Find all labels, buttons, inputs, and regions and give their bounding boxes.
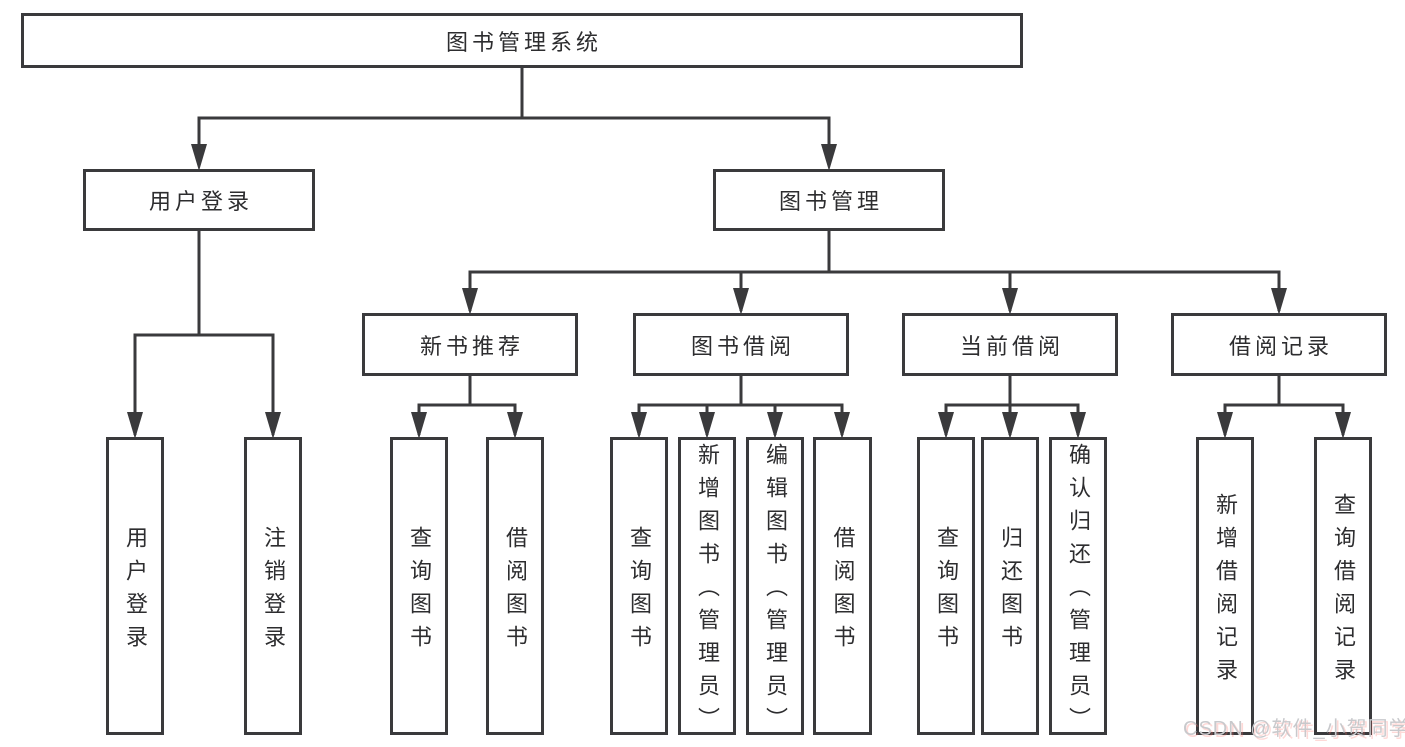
node-label: 图书管理系统 [445,29,602,55]
node-logout: 注销登录 [244,437,302,735]
node-add-book-admin: 新增图书（管理员） [678,437,736,740]
node-current-borrowing: 当前借阅 [902,313,1118,376]
node-query-books-current: 查询图书 [917,437,975,735]
node-label: 注销登录 [261,525,286,658]
node-borrow-books-recommendation: 借阅图书 [486,437,544,735]
node-confirm-return-admin: 确认归还（管理员） [1049,437,1107,740]
node-label: 图书管理 [778,189,883,214]
node-label: 图书借阅 [690,333,795,359]
node-query-books-recommendation: 查询图书 [390,437,448,735]
node-label: 新增借阅记录 [1213,492,1238,691]
watermark: CSDN @软件_小贺同学 [1183,718,1405,740]
node-label: 用户登录 [123,525,148,658]
node-user-login-leaf: 用户登录 [106,437,164,735]
node-label: 新增图书（管理员） [695,443,720,740]
node-edit-book-admin: 编辑图书（管理员） [746,437,804,740]
node-label: 确认归还（管理员） [1066,443,1091,740]
node-library-management-system: 图书管理系统 [21,13,1023,68]
node-book-borrowing: 图书借阅 [633,313,849,376]
node-label: 查询图书 [627,525,652,658]
node-label: 借阅图书 [503,525,528,658]
node-user-login: 用户登录 [83,169,315,231]
node-label: 用户登录 [148,189,253,214]
node-return-books: 归还图书 [981,437,1039,735]
node-label: 归还图书 [998,525,1023,658]
node-query-borrow-record: 查询借阅记录 [1314,437,1372,735]
node-borrowing-records: 借阅记录 [1171,313,1387,376]
node-label: 编辑图书（管理员） [763,443,788,740]
node-book-management: 图书管理 [713,169,945,231]
node-label: 借阅记录 [1228,333,1333,359]
node-borrow-books-leaf: 借阅图书 [813,437,872,735]
node-label: 新书推荐 [419,333,524,359]
node-label: 查询借阅记录 [1331,492,1356,691]
node-label: 查询图书 [407,525,432,658]
node-add-borrow-record: 新增借阅记录 [1196,437,1254,735]
node-new-book-recommendation: 新书推荐 [362,313,578,376]
node-label: 借阅图书 [830,525,856,658]
node-query-books-borrowing: 查询图书 [610,437,668,735]
node-label: 当前借阅 [959,333,1064,359]
node-label: 查询图书 [934,525,959,658]
